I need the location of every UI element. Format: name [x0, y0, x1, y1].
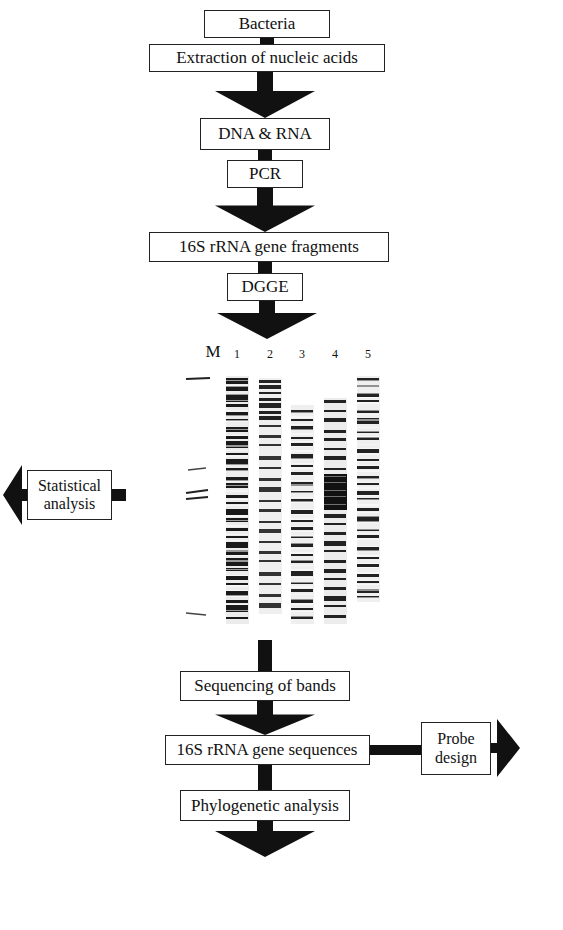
flow-arrow — [215, 821, 315, 857]
lane-label: 3 — [299, 348, 305, 361]
gel-lane — [259, 378, 282, 614]
process-box: DNA & RNA — [200, 118, 330, 150]
process-box: Probe design — [421, 722, 491, 775]
process-box: Bacteria — [204, 10, 330, 38]
marker-band — [188, 468, 206, 470]
lane-label: M — [205, 343, 220, 362]
box-label: DNA & RNA — [218, 124, 312, 144]
marker-band — [186, 378, 210, 379]
flow-arrow — [215, 72, 315, 118]
connector-stub — [258, 262, 272, 273]
box-label: 16S rRNA gene fragments — [179, 237, 359, 257]
connector-stub — [258, 150, 272, 160]
box-label: Bacteria — [239, 14, 296, 34]
gel-lane — [324, 398, 347, 624]
marker-band — [186, 497, 208, 499]
box-label: Statistical analysis — [38, 477, 101, 514]
gel-speckle — [357, 380, 379, 598]
box-label: Sequencing of bands — [194, 676, 336, 696]
box-label: PCR — [249, 164, 281, 184]
flow-arrow — [491, 719, 520, 777]
lane-label: 1 — [234, 348, 240, 361]
process-box: Statistical analysis — [27, 470, 112, 520]
gel-bands — [259, 380, 281, 422]
box-label: DGGE — [241, 277, 288, 297]
marker-band — [186, 613, 206, 615]
flow-arrow — [3, 465, 27, 525]
connector-stub — [370, 745, 422, 755]
flow-arrow — [215, 701, 315, 735]
gel-lane — [226, 376, 249, 624]
flow-arrow — [217, 300, 317, 339]
process-box: DGGE — [227, 273, 303, 301]
connector-stub — [258, 765, 272, 790]
box-label: Phylogenetic analysis — [191, 796, 339, 816]
box-label: Extraction of nucleic acids — [176, 48, 358, 68]
gel-speckle — [226, 380, 248, 620]
lane-label: 2 — [267, 348, 273, 361]
dgge-gel — [186, 376, 380, 624]
flow-arrow — [215, 188, 315, 232]
process-box: PCR — [227, 160, 303, 188]
gel-bands — [291, 410, 313, 622]
gel-bands — [324, 400, 346, 470]
gel-bands — [324, 514, 346, 622]
connector-stub — [258, 640, 272, 671]
gel-bands — [357, 378, 379, 600]
gel-bands — [259, 425, 281, 612]
process-box: Phylogenetic analysis — [180, 790, 350, 821]
gel-band — [324, 474, 347, 510]
box-label: Probe design — [435, 730, 477, 767]
gel-speckle — [324, 476, 346, 508]
process-box: Extraction of nucleic acids — [149, 44, 385, 72]
gel-lane — [357, 376, 380, 602]
lane-label: 5 — [365, 348, 371, 361]
process-box: 16S rRNA gene fragments — [149, 232, 389, 262]
process-box: 16S rRNA gene sequences — [165, 735, 370, 765]
lane-label: 4 — [332, 348, 338, 361]
gel-speckle — [291, 412, 313, 620]
marker-band — [186, 490, 208, 493]
process-box: Sequencing of bands — [180, 671, 350, 701]
gel-lane — [291, 405, 314, 624]
box-label: 16S rRNA gene sequences — [177, 740, 358, 760]
gel-bands — [226, 378, 248, 622]
